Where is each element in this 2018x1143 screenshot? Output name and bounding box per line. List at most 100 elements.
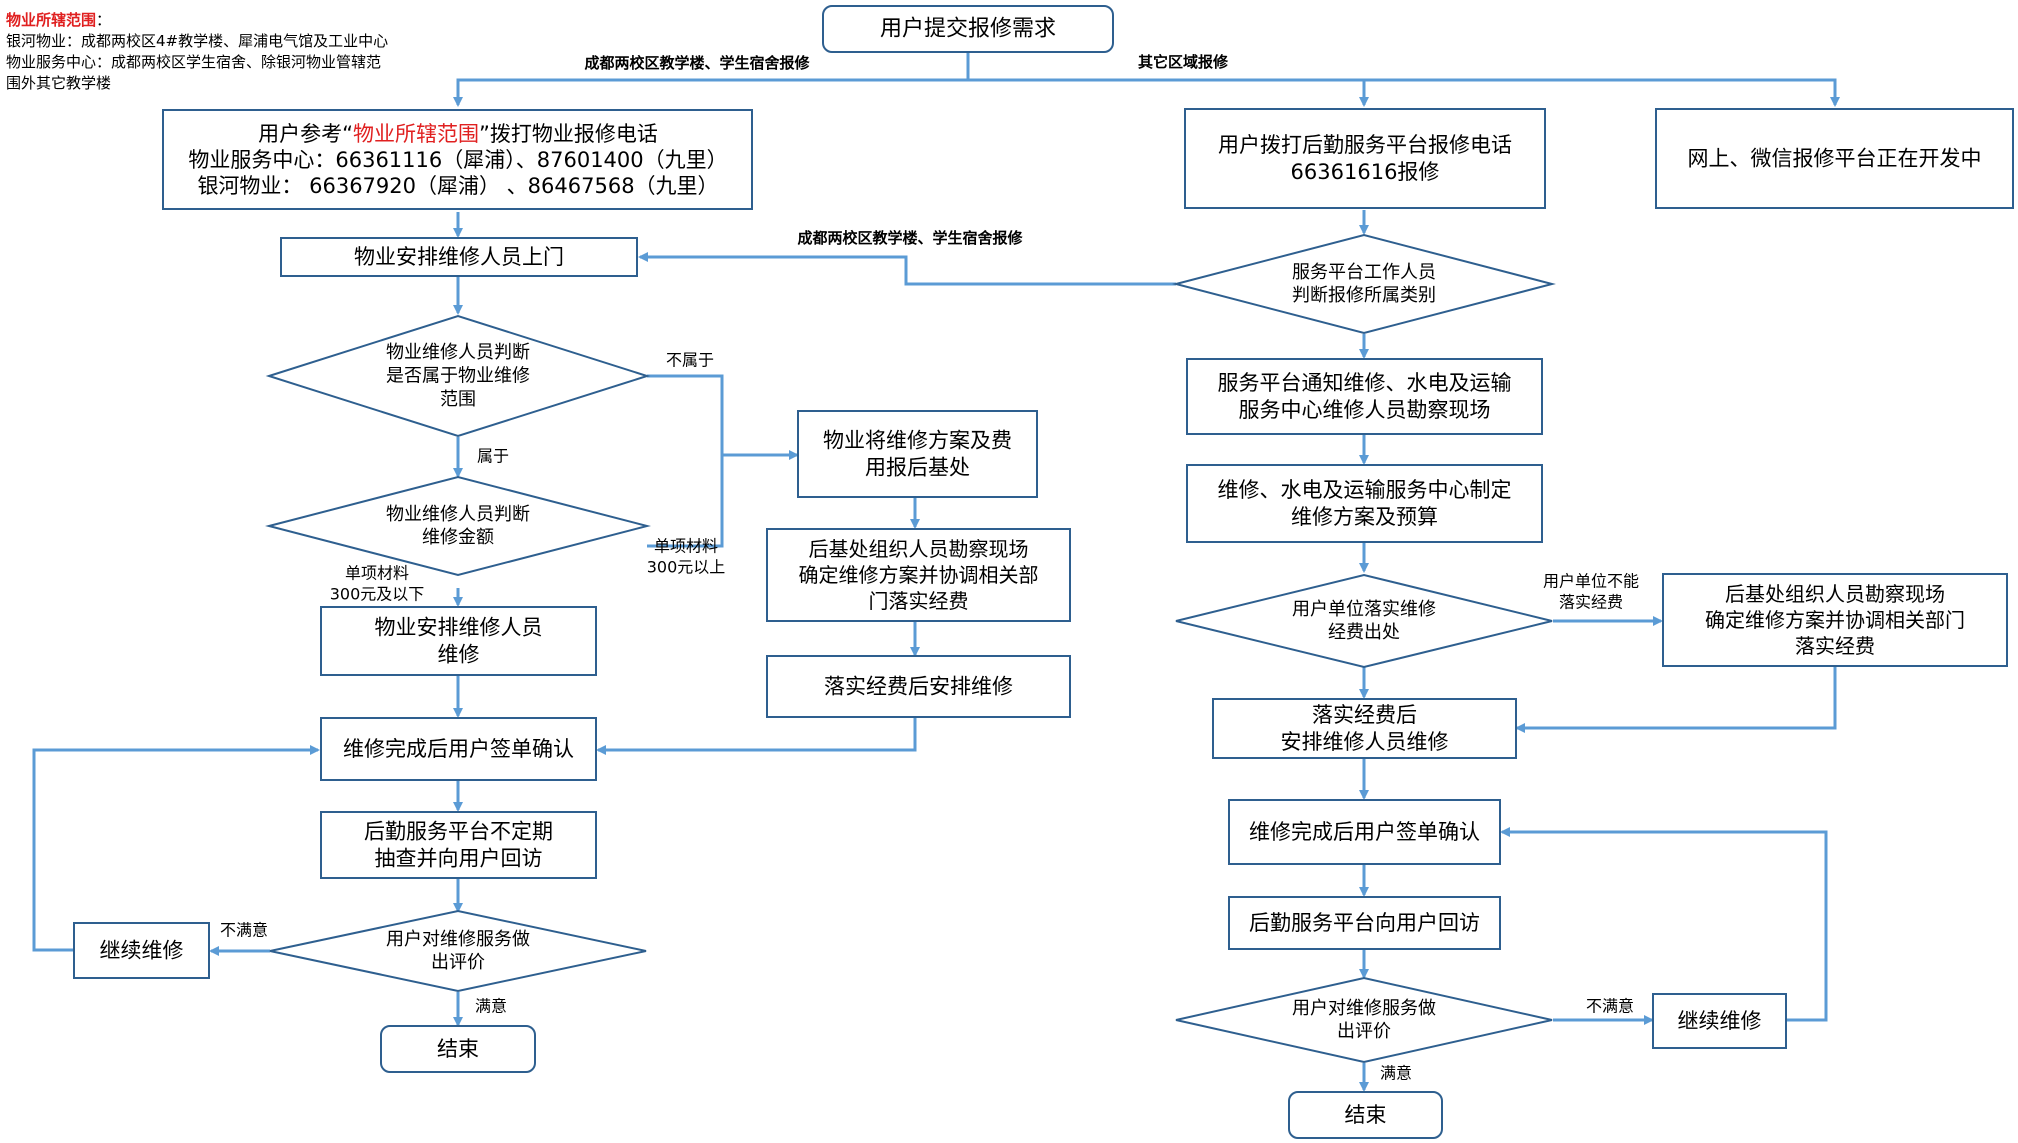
label-satisfied-right: 满意 [1380,1064,1412,1083]
node-unit-funding-line-2: 经费出处 [1328,622,1400,643]
node-continue-left: 继续维修 [73,922,210,979]
node-sign-left: 维修完成后用户签单确认 [320,717,597,781]
label-top-left-line-1: 成都两校区教学楼、学生宿舍报修 [584,54,810,72]
label-mid-left-line-1: 成都两校区教学楼、学生宿舍报修 [797,229,1023,247]
label-satisfied-right-line-1: 满意 [1380,1064,1412,1083]
node-audit-left-line-1: 后勤服务平台不定期 [364,819,553,843]
node-start: 用户提交报修需求 [822,5,1114,53]
node-hq-survey-left-line-3: 门落实经费 [869,589,969,613]
node-eval-left-line-1: 用户对维修服务做 [386,929,530,950]
edge-funded-sign [596,718,917,755]
edge-judge-dispatch [638,252,1176,286]
node-continue-left-shape [73,922,210,979]
node-call-platform-shape [1184,108,1546,209]
node-call-property: 用户参考“物业所辖范围”拨打物业报修电话物业服务中心：66361116（犀浦）、… [162,109,753,210]
label-mid-left: 成都两校区教学楼、学生宿舍报修 [797,229,1023,247]
node-notify-center-line-1: 服务平台通知维修、水电及运输 [1218,371,1512,395]
label-belong: 属于 [477,447,509,466]
label-top-right: 其它区域报修 [1138,53,1229,71]
node-property-judge-scope-line-3: 范围 [440,389,476,410]
node-eval-right-shape [1175,976,1553,1064]
node-hq-survey-right-line-2: 确定维修方案并协调相关部门 [1705,608,1965,632]
scope-note-line2: 物业服务中心：成都两校区学生宿舍、除银河物业管辖范 [6,53,382,71]
label-unsatisfied-right-line-1: 不满意 [1586,997,1634,1016]
node-end-right: 结束 [1288,1091,1443,1139]
node-property-judge-amount-line-2: 维修金额 [422,527,494,548]
node-eval-right-line-1: 用户对维修服务做 [1292,998,1436,1019]
label-under-300-line-2: 300元及以下 [330,584,425,603]
node-platform-judge-line-1: 服务平台工作人员 [1292,262,1436,283]
scope-note-title: 物业所辖范围 [6,11,97,29]
node-continue-left-line-1: 继续维修 [100,939,184,963]
node-funded-repair-right-line-2: 安排维修人员维修 [1281,730,1449,754]
node-funded-repair-left-shape [766,655,1071,718]
call-property-highlight: 物业所辖范围 [353,122,479,146]
node-hq-survey-left-shape [766,528,1071,622]
node-funded-repair-left-line-1: 落实经费后安排维修 [824,675,1013,699]
node-end-left: 结束 [380,1025,536,1073]
node-hq-survey-right-line-1: 后基处组织人员勘察现场 [1725,582,1945,606]
scope-note: 物业所辖范围： 银河物业：成都两校区4#教学楼、犀浦电气馆及工业中心 物业服务中… [6,10,446,94]
label-under-300-line-1: 单项材料 [345,564,409,583]
node-property-repair-line-2: 维修 [438,643,480,667]
node-property-plan-line-1: 物业将维修方案及费 [823,428,1012,452]
node-visit-right-shape [1228,896,1501,950]
node-eval-left-line-2: 出评价 [431,952,485,973]
node-sign-left-line-1: 维修完成后用户签单确认 [343,737,574,761]
node-property-judge-scope-shape [265,314,651,438]
node-start-shape [822,5,1114,53]
node-property-plan-line-2: 用报后基处 [865,456,970,480]
node-online-line-1: 网上、微信报修平台正在开发中 [1688,147,1982,171]
node-online: 网上、微信报修平台正在开发中 [1655,108,2014,209]
node-property-plan-shape [797,410,1038,498]
scope-note-line1: 银河物业：成都两校区4#教学楼、犀浦电气馆及工业中心 [6,32,389,50]
node-call-property-line-2: 物业服务中心：66361116（犀浦）、87601400（九里） [188,148,727,172]
node-continue-right: 继续维修 [1652,993,1787,1049]
node-property-dispatch: 物业安排维修人员上门 [280,237,638,277]
call-property-after: ”拨打物业报修电话 [479,122,658,146]
node-visit-right-line-1: 后勤服务平台向用户回访 [1249,911,1480,935]
node-eval-left-shape [269,909,647,993]
node-platform-judge-line-2: 判断报修所属类别 [1292,285,1436,306]
node-online-shape [1655,108,2014,209]
edge-split-left [453,78,968,107]
node-continue-right-line-1: 继续维修 [1678,1009,1762,1033]
node-property-repair-line-1: 物业安排维修人员 [375,615,543,639]
node-hq-survey-left-line-2: 确定维修方案并协调相关部 [799,563,1039,587]
label-not-belong: 不属于 [666,351,714,370]
node-hq-survey-left-line-1: 后基处组织人员勘察现场 [809,537,1029,561]
node-call-property-line-1: 用户参考“物业所辖范围”拨打物业报修电话 [258,122,658,146]
node-notify-center-shape [1186,358,1543,435]
edge-continue-back-right [1500,827,1828,1022]
node-platform-judge-shape [1172,233,1556,335]
label-satisfied-left-line-1: 满意 [475,997,507,1016]
label-top-right-line-1: 其它区域报修 [1138,53,1229,71]
node-end-left-line-1: 结束 [437,1037,479,1061]
node-end-left-shape [380,1025,536,1073]
node-center-plan-shape [1186,464,1543,543]
edge-notbelong [647,374,724,548]
scope-note-line3: 围外其它教学楼 [6,74,112,92]
node-sign-right-shape [1228,799,1501,865]
label-unit-cannot-line-1: 用户单位不能 [1543,572,1639,591]
node-hq-survey-right-shape [1662,573,2008,667]
node-hq-survey-right-line-3: 落实经费 [1795,634,1875,658]
node-audit-left-line-2: 抽查并向用户回访 [375,847,543,871]
node-property-dispatch-shape [280,237,638,277]
